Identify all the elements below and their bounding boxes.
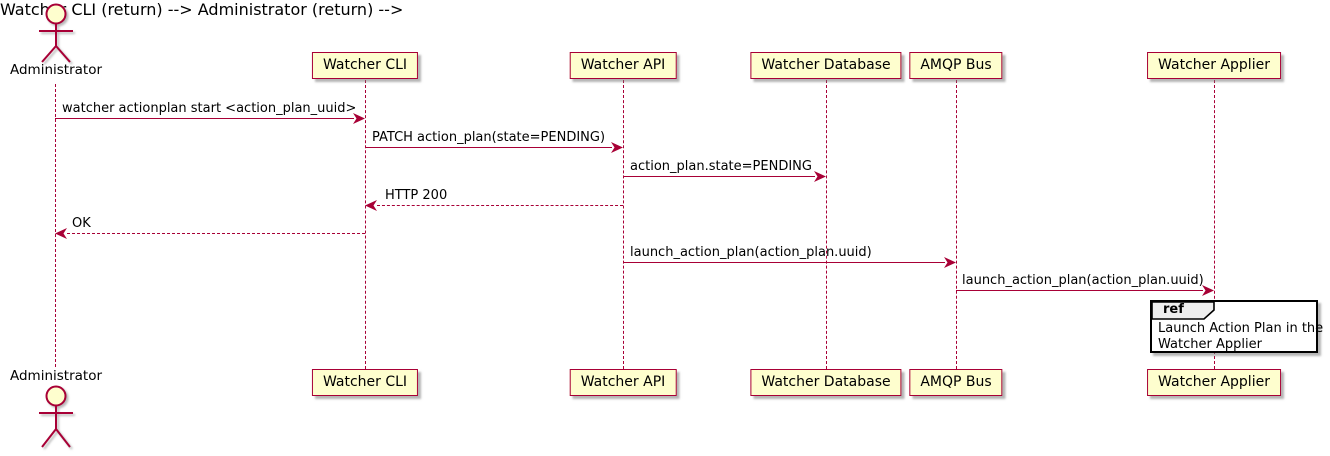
lifeline-watcher-applier — [1214, 80, 1215, 369]
participant-bottom-watcher-database: Watcher Database — [750, 369, 902, 396]
message-5-line — [67, 233, 365, 234]
message-7-arrowhead-icon — [1202, 285, 1214, 296]
lifeline-watcher-api — [623, 80, 624, 369]
lifeline-watcher-cli — [365, 80, 366, 369]
participant-top-watcher-cli: Watcher CLI — [311, 52, 419, 79]
participant-bottom-watcher-cli: Watcher CLI — [311, 369, 419, 396]
administrator-label-bottom: Administrator — [9, 368, 103, 384]
ref-text-line-2: Watcher Applier — [1158, 337, 1262, 352]
message-2-line — [365, 147, 612, 148]
message-1-arrowhead-icon — [353, 113, 365, 124]
ref-keyword: ref — [1163, 302, 1184, 317]
administrator-label-top: Administrator — [9, 62, 103, 78]
participant-bottom-watcher-api: Watcher API — [569, 369, 677, 396]
message-6-label: launch_action_plan(action_plan.uuid) — [630, 245, 872, 260]
ref-header-pentagon-icon — [1151, 301, 1215, 320]
message-4-label: HTTP 200 — [385, 188, 448, 203]
lifeline-watcher-database — [826, 80, 827, 369]
participant-top-watcher-api: Watcher API — [569, 52, 677, 79]
message-2-label: PATCH action_plan(state=PENDING) — [372, 130, 606, 145]
lifeline-administrator — [55, 84, 56, 367]
participant-bottom-watcher-applier: Watcher Applier — [1147, 369, 1281, 396]
message-7-label: launch_action_plan(action_plan.uuid) — [962, 273, 1204, 288]
ref-fragment: ref Launch Action Plan in the Watcher Ap… — [1150, 300, 1323, 353]
message-1-label: watcher actionplan start <action_plan_uu… — [62, 101, 357, 116]
message-4-line — [377, 205, 623, 206]
message-6-line — [623, 262, 945, 263]
message-5-label: OK — [72, 216, 91, 231]
message-3-arrowhead-icon — [814, 171, 826, 182]
message-5-arrowhead-icon — [55, 228, 67, 239]
lifeline-amqp-bus — [956, 80, 957, 369]
message-4-arrowhead-icon — [365, 200, 377, 211]
message-6-arrowhead-icon — [944, 257, 956, 268]
participant-top-watcher-database: Watcher Database — [750, 52, 902, 79]
participant-top-amqp-bus: AMQP Bus — [909, 52, 1003, 79]
ref-text-line-1: Launch Action Plan in the — [1158, 321, 1324, 336]
participant-bottom-amqp-bus: AMQP Bus — [909, 369, 1003, 396]
participant-top-watcher-applier: Watcher Applier — [1147, 52, 1281, 79]
message-2-arrowhead-icon — [611, 142, 623, 153]
administrator-actor-icon-bottom — [39, 385, 73, 448]
message-7-line — [956, 290, 1203, 291]
message-3-label: action_plan.state=PENDING — [630, 159, 812, 174]
administrator-actor-icon-top — [39, 3, 73, 63]
message-3-line — [623, 176, 815, 177]
message-1-line — [55, 118, 354, 119]
